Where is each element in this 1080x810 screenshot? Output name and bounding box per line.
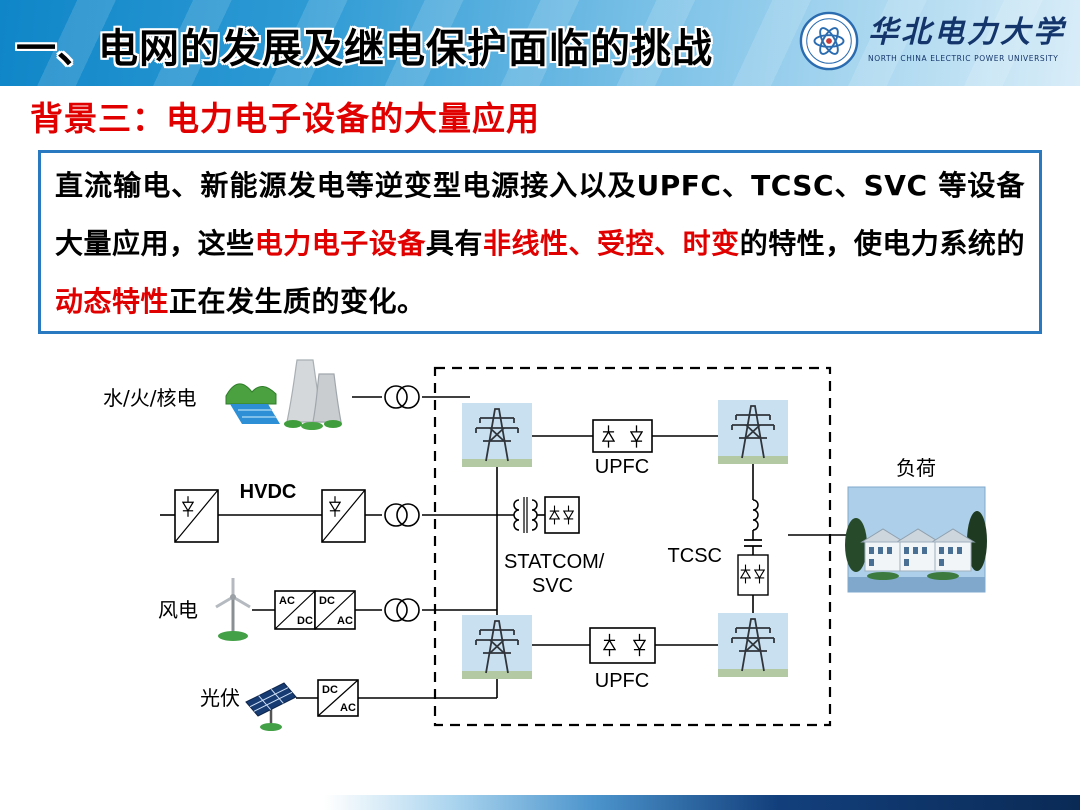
wind-turbine-icon: [215, 578, 251, 641]
tcsc-symbol: [737, 464, 769, 613]
wind-conv1-bottom-label: DC: [297, 615, 313, 627]
wind-converter-dc-ac-box: DC AC: [314, 590, 356, 630]
transformer-icon-wind: [384, 598, 420, 622]
upfc-top-label: UPFC: [595, 456, 649, 478]
statcom-label-line2: SVC: [532, 575, 573, 597]
university-name-block: 华北电力大学 NORTH CHINA ELECTRIC POWER UNIVER…: [868, 10, 1066, 64]
transmission-tower-image-top-right: [718, 400, 788, 464]
info-box: 直流输电、新能源发电等逆变型电源接入以及UPFC、TCSC、SVC 等设备大量应…: [38, 150, 1042, 334]
pv-source-label: 光伏: [200, 686, 240, 710]
slide-title: 一、电网的发展及继电保护面临的挑战: [16, 26, 713, 72]
statcom-label-line1: STATCOM/: [504, 551, 605, 573]
hydro-source-label: 水/火/核电: [103, 386, 196, 410]
wind-conv2-top-label: DC: [319, 595, 335, 607]
hvdc-label: HVDC: [240, 481, 297, 503]
transmission-tower-image-bottom-right: [718, 613, 788, 677]
transformer-icon-hydro: [384, 385, 420, 409]
background-subtitle: 背景三：电力电子设备的大量应用: [30, 99, 540, 138]
tcsc-label: TCSC: [668, 545, 722, 567]
wind-converter-ac-dc-box: AC DC: [274, 590, 316, 630]
upfc-device-bottom: [589, 627, 656, 664]
footer-gradient-bar: [0, 795, 1080, 810]
load-label: 负荷: [896, 456, 936, 480]
upfc-device-top: [592, 419, 653, 453]
pv-conv-bottom-label: AC: [340, 702, 356, 714]
university-name-en: NORTH CHINA ELECTRIC POWER UNIVERSITY: [868, 54, 1059, 63]
transmission-tower-image-bottom-left: [462, 615, 532, 679]
power-system-diagram: 水/火/核电 风电 光伏 HVDC AC DC DC AC: [103, 359, 987, 731]
transformer-icon-hvdc: [384, 503, 420, 527]
upfc-bottom-label: UPFC: [595, 670, 649, 692]
thermal-nuclear-plant-icon: [284, 359, 342, 430]
university-logo: 华北电力大学 NORTH CHINA ELECTRIC POWER UNIVER…: [798, 10, 1066, 72]
load-buildings-image: [845, 486, 987, 593]
hydro-power-icon: [225, 383, 280, 424]
solar-panel-icon: [245, 682, 297, 731]
pv-conv-top-label: DC: [322, 684, 338, 696]
hvdc-converter-box-left: [174, 489, 219, 543]
hvdc-converter-box-right: [321, 489, 366, 543]
pv-converter-dc-ac-box: DC AC: [317, 679, 359, 717]
connector-lines: [160, 396, 856, 699]
statcom-svc-symbol: [497, 496, 580, 534]
info-text: 直流输电、新能源发电等逆变型电源接入以及UPFC、TCSC、SVC 等设备大量应…: [55, 169, 1025, 318]
slide-header-banner: 一、电网的发展及继电保护面临的挑战 华北电力大学 NORTH CHINA ELE…: [0, 0, 1080, 86]
university-name-cn: 华北电力大学: [868, 15, 1066, 50]
wind-conv2-bottom-label: AC: [337, 615, 353, 627]
wind-source-label: 风电: [158, 598, 198, 622]
university-logo-icon: [799, 11, 859, 71]
wind-conv1-top-label: AC: [279, 595, 295, 607]
transmission-tower-image-top-left: [462, 403, 532, 467]
